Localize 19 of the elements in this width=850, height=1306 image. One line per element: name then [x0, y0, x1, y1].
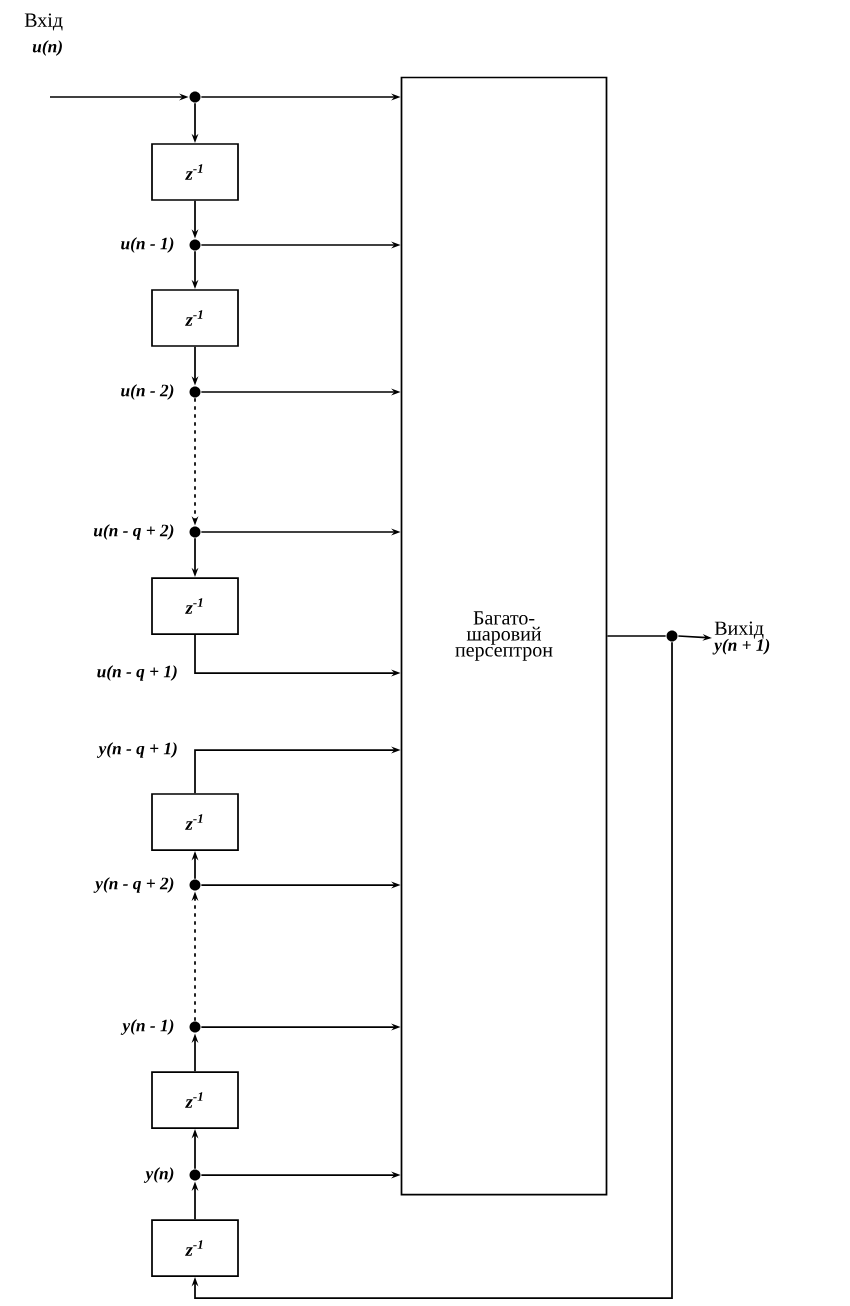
signal-label: y(n - q + 1): [96, 742, 177, 758]
signal-label: y(n - q + 2): [93, 877, 174, 893]
delay-box: z$^{-1}$: [151, 289, 239, 347]
signal-label: u(n - 2): [121, 384, 174, 400]
signal-label: u(n - 1): [121, 237, 174, 253]
delay-box: z$^{-1}$: [151, 1071, 239, 1129]
delay-box: z$^{-1}$: [151, 1219, 239, 1277]
signal-label: y(n): [143, 1167, 174, 1183]
signal-label: y(n - 1): [120, 1019, 174, 1035]
delay-box: z$^{-1}$: [151, 577, 239, 635]
output-label: Вихід y(n + 1): [712, 621, 770, 655]
signal-label: u(n - q + 1): [97, 665, 177, 681]
delay-box: z$^{-1}$: [151, 793, 239, 851]
signal-label: u(n): [32, 40, 62, 56]
arrow: [191, 641, 673, 1299]
perceptron-box: Багато- шаровий персептрон: [400, 76, 608, 1196]
io-label: Вхід: [24, 13, 63, 31]
delay-box: z$^{-1}$: [151, 143, 239, 201]
signal-label: u(n - q + 2): [93, 524, 174, 540]
